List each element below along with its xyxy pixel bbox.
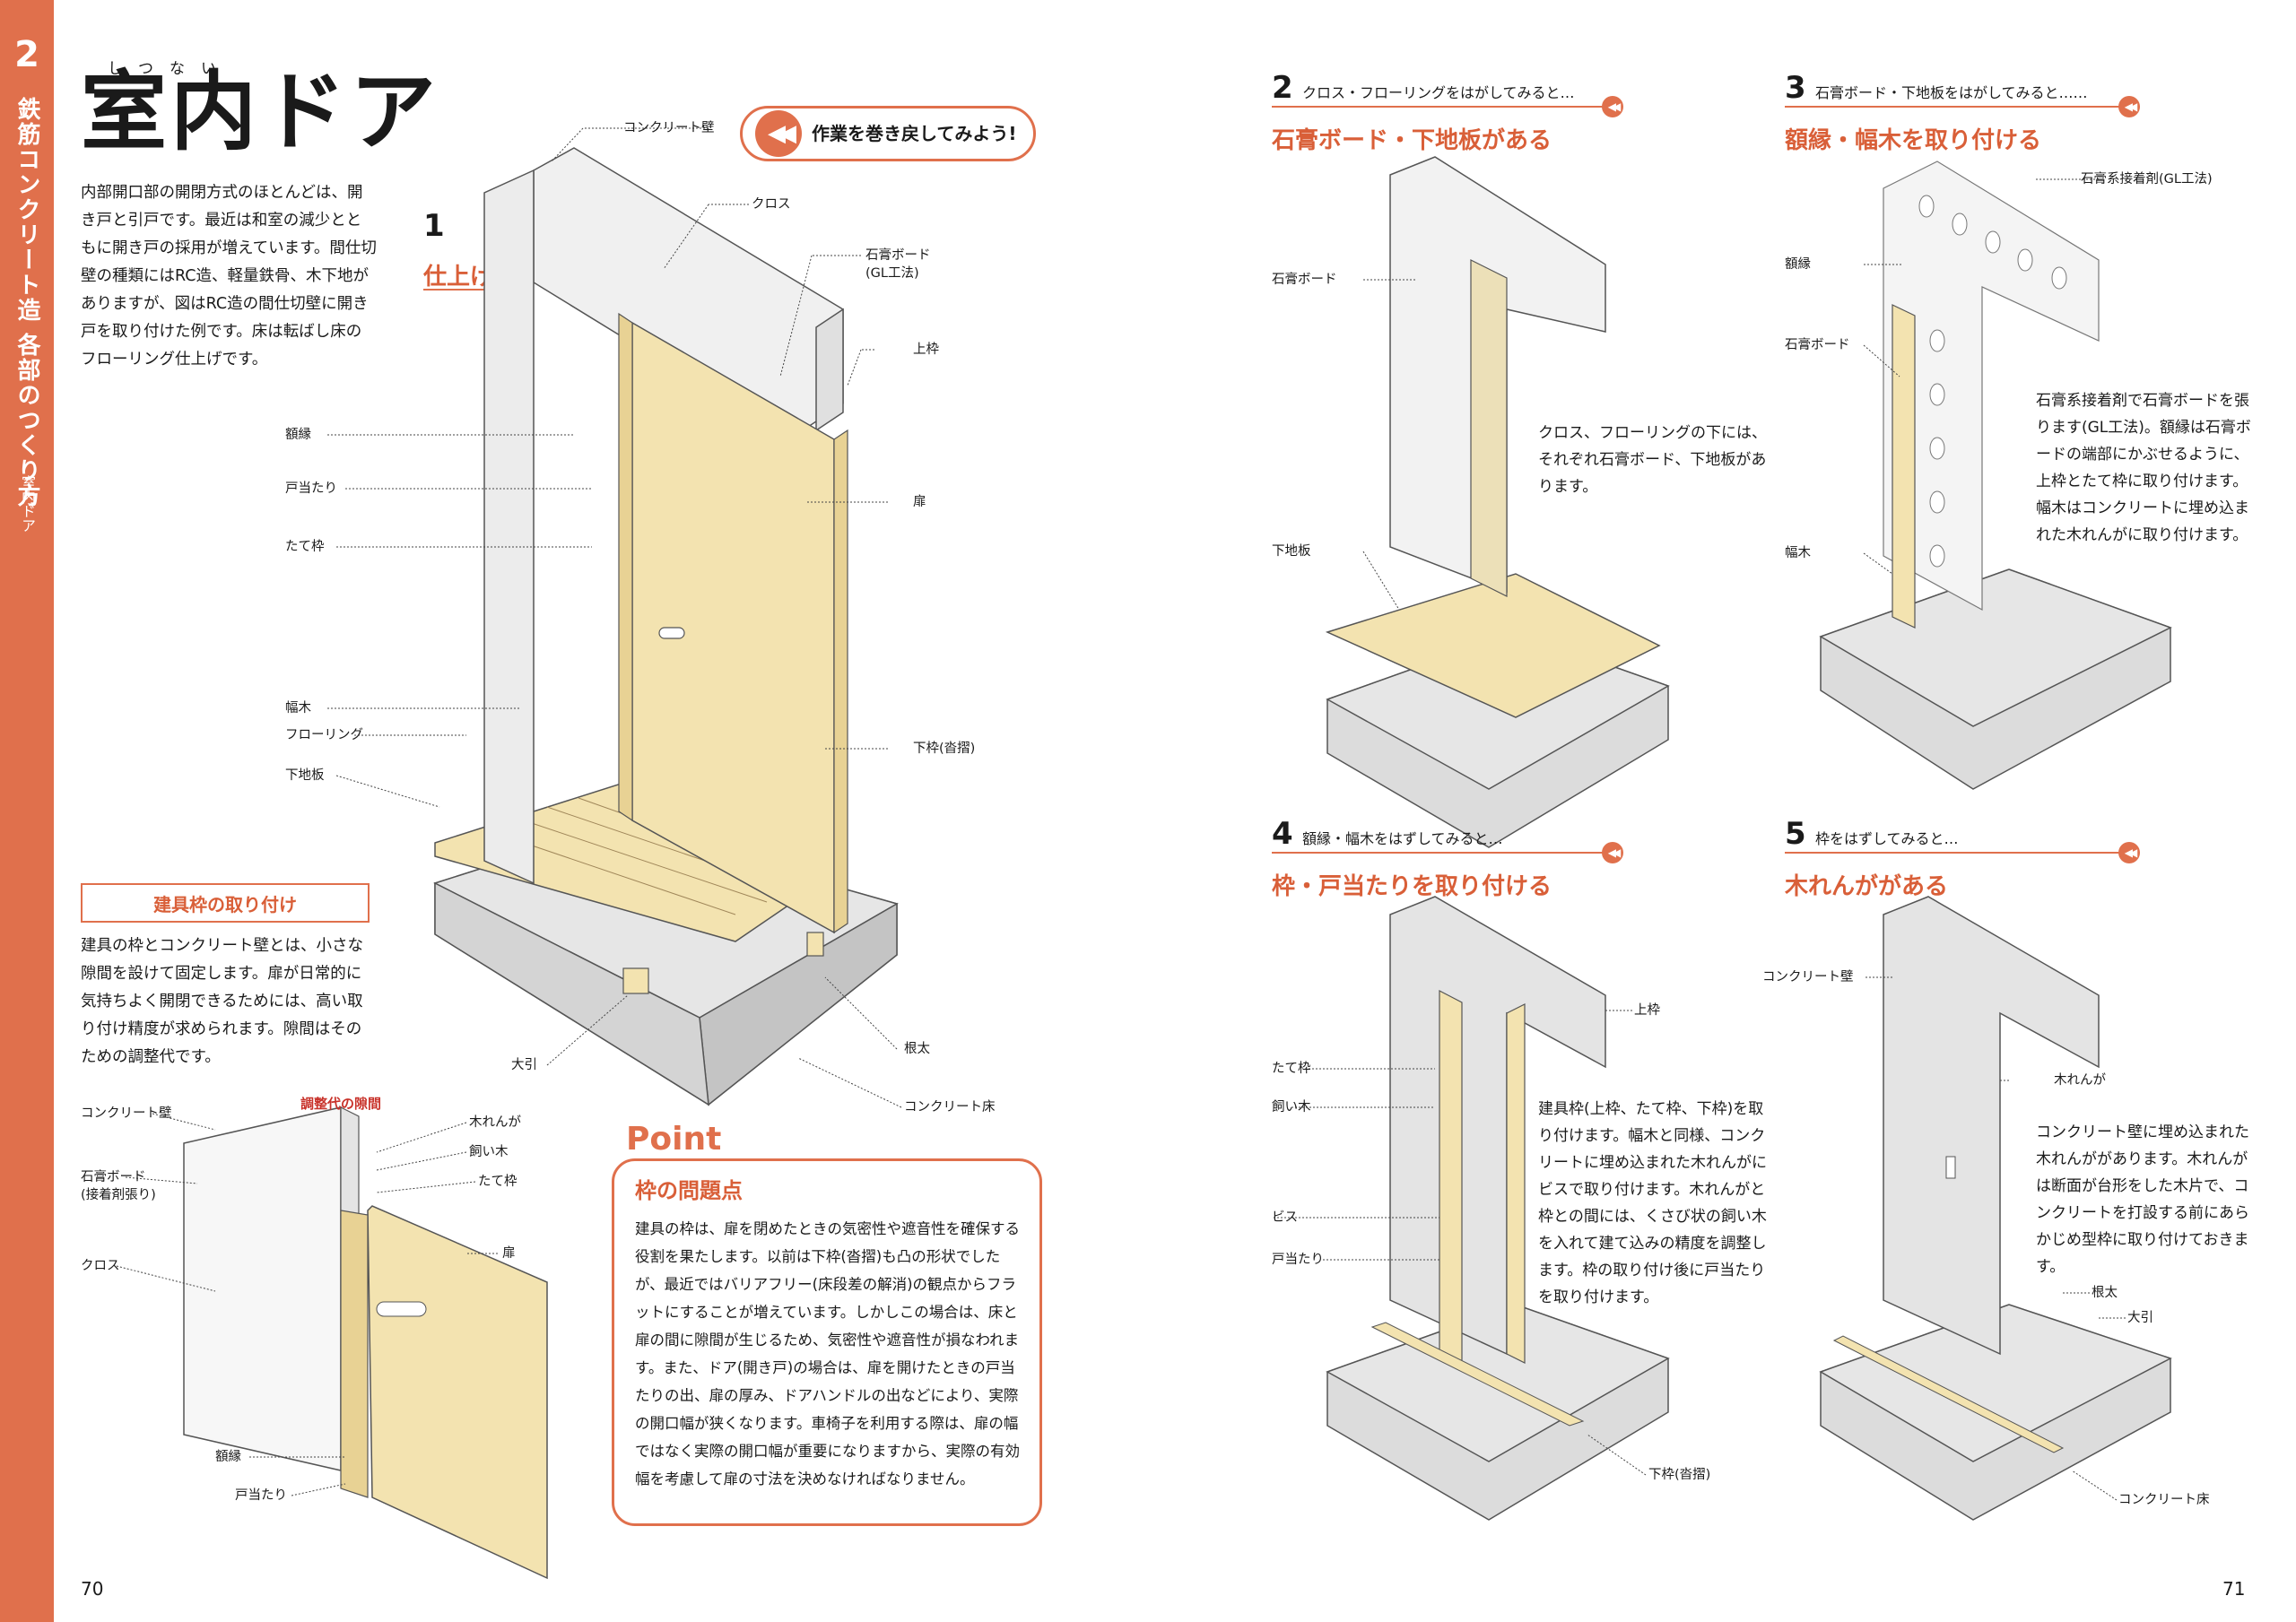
step3-kicker: 石膏ボード・下地板をはがしてみると…… [1815,84,2088,101]
detail-gap-label: 調整代の隙間 [300,1096,382,1112]
fitting-title: 建具枠の取り付け [153,894,297,915]
point-title: 枠の問題点 [635,1178,743,1203]
step5-label-girder: 大引 [2127,1311,2153,1325]
main-label-concrete-wall: コンクリート壁 [623,121,715,135]
step4-label-door-stop: 戸当たり [1272,1253,1324,1267]
intro-text: 内部開口部の開閉方式のほとんどは、開き戸と引戸です。最近は和室の減少とともに開き… [81,184,377,369]
point-box [612,1158,1042,1526]
step4-label-shim: 飼い木 [1272,1100,1311,1115]
main-label-concrete-floor: コンクリート床 [904,1100,996,1115]
main-label-baseboard: 幅木 [285,701,311,716]
main-step-number: 1 [423,208,445,244]
main-label-flooring: フローリング [285,728,363,742]
step5-label-concrete-floor: コンクリート床 [2118,1493,2210,1507]
page-title: 室内ドア [81,62,439,162]
main-label-door-stop: 戸当たり [285,481,337,496]
step4-number: 4 [1272,816,1293,852]
step2-rewind-icon: ◀◀ [1602,96,1623,117]
step4-label-screw: ビス [1272,1210,1298,1225]
main-label-gypsum-board: 石膏ボード [865,248,931,263]
main-label-sleeper: 根太 [904,1042,930,1056]
step5-number: 5 [1785,816,1806,852]
page-number-right: 71 [2222,1578,2246,1600]
step2-label-gypsum-board: 石膏ボード [1272,273,1337,287]
main-label-door: 扉 [913,495,926,509]
step2-label-subfloor: 下地板 [1272,544,1311,559]
step2-heading: 石膏ボード・下地板がある [1272,127,1552,154]
main-step-rule [423,289,495,291]
step4-illustration [1274,896,1670,1521]
step3-label-baseboard: 幅木 [1785,546,1811,560]
step3-rule [1785,106,2139,108]
detail-label-cloth: クロス [81,1259,120,1273]
detail-label-shim: 飼い木 [469,1145,509,1159]
page-number-left: 70 [81,1578,104,1600]
step3-rewind-icon: ◀◀ [2118,96,2140,117]
fitting-title-box [81,883,370,923]
point-body: 建具の枠は、扉を閉めたときの気密性や遮音性を確保する役割を果たします。以前は下枠… [635,1220,1020,1488]
step2-number: 2 [1272,70,1293,106]
main-door-illustration [433,147,899,1106]
step3-note: 石膏系接着剤で石膏ボードを張ります(GL工法)。額縁は石膏ボードの端部にかぶせる… [2036,392,2251,544]
step5-label-sleeper: 根太 [2092,1286,2118,1300]
step5-heading: 木れんががある [1785,873,1949,900]
step5-rewind-icon: ◀◀ [2118,842,2140,863]
detail-illustration [116,1106,548,1580]
chapter-number: 2 [14,34,39,75]
step4-heading: 枠・戸当たりを取り付ける [1272,873,1552,900]
detail-label-gypsum-note: (接着剤張り) [81,1188,156,1202]
point-word: Point [626,1121,722,1158]
step2-illustration [1325,156,1670,848]
step4-label-bottom-frame: 下枠(沓摺) [1648,1468,1711,1482]
detail-label-concrete-wall: コンクリート壁 [81,1106,172,1121]
step5-illustration [1819,896,2172,1521]
step3-number: 3 [1785,70,1806,106]
rewind-label: 作業を巻き戻してみよう! [812,123,1017,144]
main-label-side-frame: たて枠 [285,540,325,554]
detail-label-door-stop: 戸当たり [235,1488,287,1503]
main-label-subfloor: 下地板 [285,768,325,783]
main-step-title: 仕上げ [423,264,494,291]
step2-kicker: クロス・フローリングをはがしてみると… [1302,84,1575,101]
main-label-girder: 大引 [511,1058,537,1072]
step2-rule [1272,106,1613,108]
main-label-top-frame: 上枠 [913,343,939,357]
step4-note: 建具枠(上枠、たて枠、下枠)を取り付けます。幅木と同様、コンクリートに埋め込まれ… [1538,1100,1767,1306]
detail-label-side-frame: たて枠 [478,1175,517,1189]
chapter-side-tab [0,0,54,1622]
detail-label-door: 扉 [502,1246,516,1261]
step4-rewind-icon: ◀◀ [1602,842,1623,863]
chapter-title: 鉄筋コンクリート造 各部のつくり方 [13,97,40,509]
step2-note: クロス、フローリングの下には、それぞれ石膏ボード、下地板があります。 [1538,424,1767,496]
step5-label-wood-block: 木れんが [2054,1073,2106,1088]
step5-label-concrete-wall: コンクリート壁 [1762,970,1854,984]
step5-rule [1785,852,2139,854]
main-label-casing: 額縁 [285,428,311,442]
step5-note: コンクリート壁に埋め込まれた木れんががあります。木れんがは断面が台形をした木片で… [2036,1123,2249,1276]
main-label-gypsum-note: (GL工法) [865,266,919,281]
detail-label-gypsum-board: 石膏ボード [81,1170,146,1184]
step3-label-gypsum-board: 石膏ボード [1785,338,1850,352]
main-label-cloth: クロス [752,197,791,212]
detail-label-wood-block: 木れんが [469,1115,521,1130]
section-name: 室内ドア [19,475,36,533]
detail-label-casing: 額縁 [215,1450,241,1464]
step4-label-side-frame: たて枠 [1272,1062,1311,1076]
fitting-body: 建具の枠とコンクリート壁とは、小さな隙間を設けて固定します。扉が日常的に気持ちよ… [81,937,363,1066]
step3-heading: 額縁・幅木を取り付ける [1785,127,2042,154]
step3-label-casing: 額縁 [1785,257,1811,272]
step3-label-adhesive: 石膏系接着剤(GL工法) [2081,172,2213,186]
step3-illustration [1819,160,2172,790]
step5-kicker: 枠をはずしてみると… [1815,830,1959,847]
step4-kicker: 額縁・幅木をはずしてみると… [1302,830,1503,847]
step4-rule [1272,852,1613,854]
rewind-icon: ◀◀ [755,110,802,157]
title-ruby: しつない [108,60,232,78]
main-label-bottom-frame: 下枠(沓摺) [913,742,976,756]
step4-label-top-frame: 上枠 [1634,1003,1660,1018]
